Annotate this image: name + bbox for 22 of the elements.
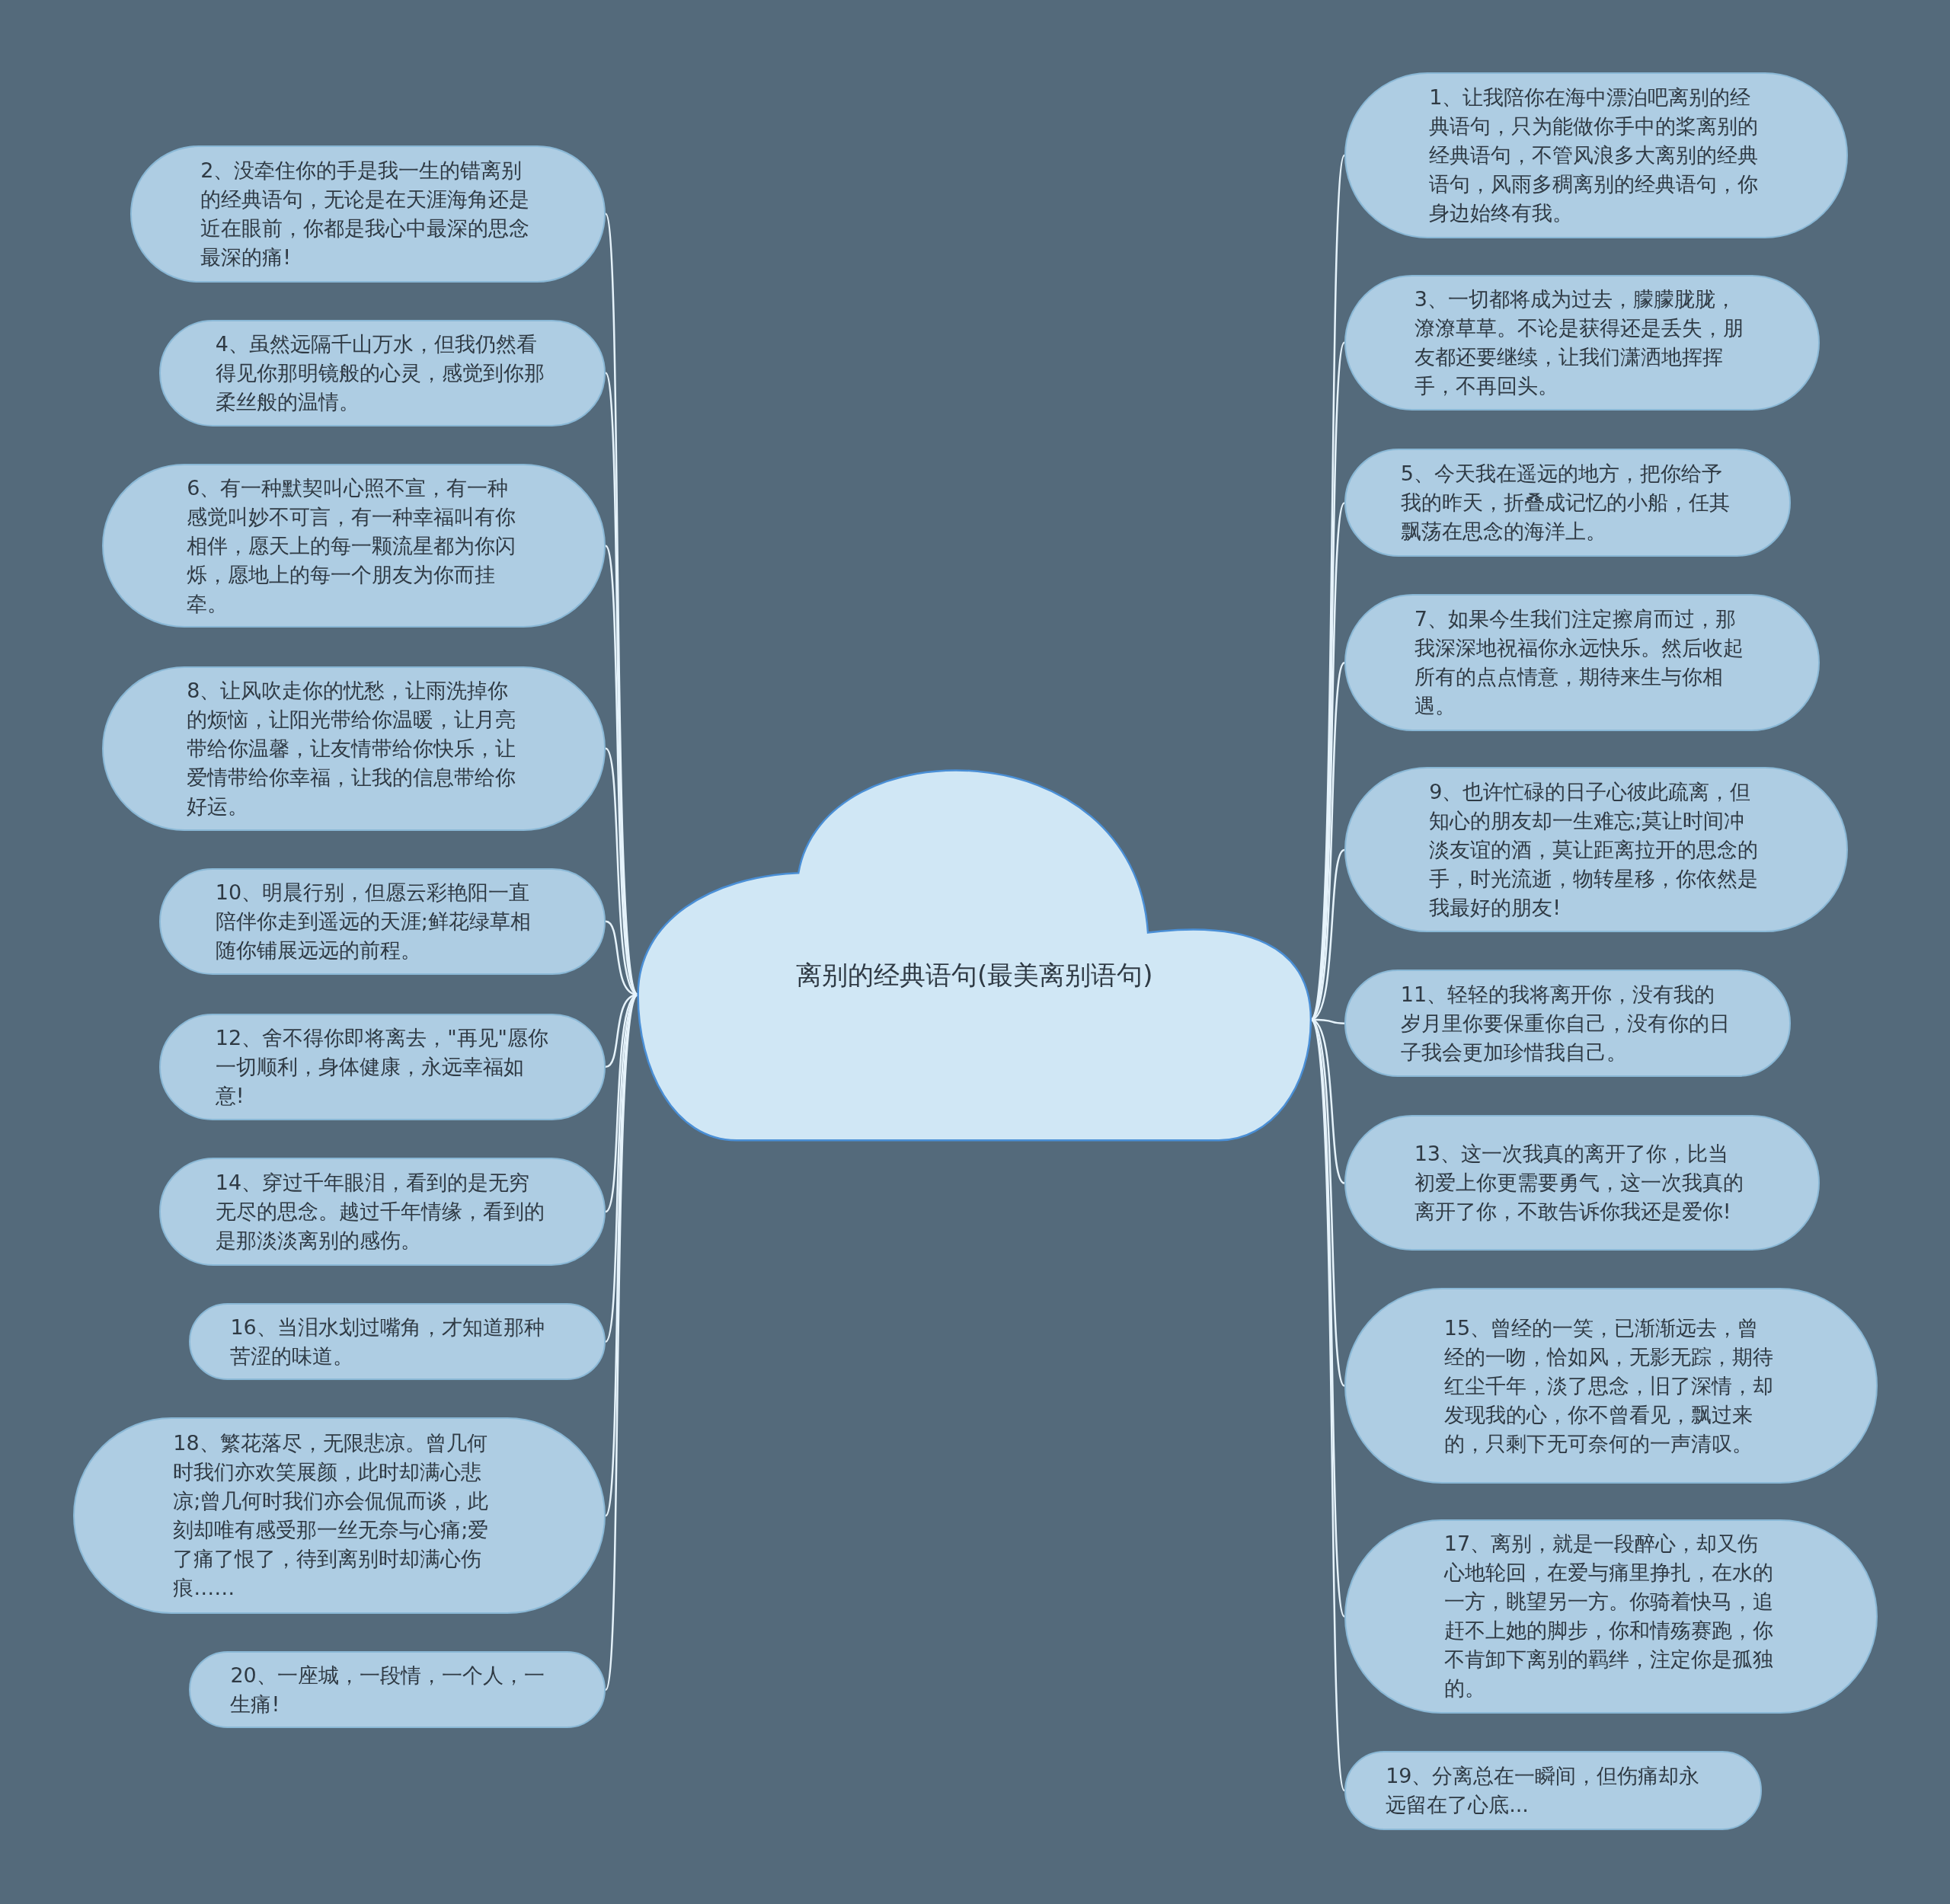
- quote-text: 6、有一种默契叫心照不宣，有一种感觉叫妙不可言，有一种幸福叫有你相伴，愿天上的每一颗流星都为你闪烁，愿地上的每一个朋友为你而挂牵。: [187, 474, 517, 617]
- quote-text: 4、虽然远隔千山万水，但我仍然看得见你那明镜般的心灵，感觉到你那柔丝般的温情。: [215, 331, 545, 415]
- quote-text: 16、当泪水划过嘴角，才知道那种苦涩的味道。: [230, 1314, 545, 1369]
- quote-text: 19、分离总在一瞬间，但伤痛却永远留在了心底...: [1386, 1763, 1701, 1818]
- quote-text: 2、没牵住你的手是我一生的错离别的经典语句，无论是在天涯海角还是近在眼前，你都是我心中最深的思念最深的痛!: [200, 157, 531, 270]
- quote-text: 15、曾经的一笑，已渐渐远去，曾经的一吻，恰如风，无影无踪，期待红尘千年，淡了思念，旧了深情，却发现我的心，你不曾看见，飘过来的，只剩下无可奈何的一声清叹。: [1443, 1315, 1774, 1457]
- quote-text: 11、轻轻的我将离开你，没有我的岁月里你要保重你自己，没有你的日子我会更加珍惜我自己。: [1400, 981, 1731, 1065]
- quote-text: 18、繁花落尽，无限悲凉。曾几何时我们亦欢笑展颜，此时却满心悲凉;曾几何时我们亦会侃侃而谈，此刻却唯有感受那一丝无奈与心痛;爱了痛了恨了，待到离别时却满心伤痕……: [173, 1430, 490, 1602]
- quote-text: 17、离别，就是一段醉心，却又伤心地轮回，在爱与痛里挣扎，在水的一方，眺望另一方。你骑着快马，追赶不上她的脚步，你和情殇赛跑，你不肯卸下离别的羁绊，注定你是孤独的。: [1443, 1531, 1774, 1702]
- title-text: 离别的经典语句(最美离别语句): [794, 958, 1154, 992]
- quote-text: 9、也许忙碌的日子心彼此疏离，但知心的朋友却一生难忘;莫让时间冲淡友谊的酒，莫让距离拉开的思念的手，时光流逝，物转星移，你依然是我最好的朋友!: [1429, 778, 1760, 921]
- quote-text: 20、一座城，一段情，一个人，一生痛!: [230, 1662, 545, 1717]
- quote-text: 3、一切都将成为过去，朦朦胧胧，潦潦草草。不论是获得还是丢失，朋友都还要继续，让我们潇洒地挥挥手，不再回头。: [1414, 286, 1744, 399]
- quote-text: 8、让风吹走你的忧愁，让雨洗掉你的烦恼，让阳光带给你温暖，让月亮带给你温馨，让友情带给你快乐，让爱情带给你幸福，让我的信息带给你好运。: [187, 677, 517, 819]
- quote-text: 7、如果今生我们注定擦肩而过，那我深深地祝福你永远快乐。然后收起所有的点点情意，期待来生与你相遇。: [1414, 606, 1744, 720]
- quote-text: 13、这一次我真的离开了你，比当初爱上你更需要勇气，这一次我真的离开了你，不敢告诉你我还是爱你!: [1414, 1141, 1744, 1225]
- quote-text: 10、明晨行别，但愿云彩艳阳一直陪伴你走到遥远的天涯;鲜花绿草相随你铺展远远的前程。: [215, 879, 532, 963]
- quote-text: 5、今天我在遥远的地方，把你给予我的昨天，折叠成记忆的小船，任其飘荡在思念的海洋上。: [1400, 461, 1731, 545]
- quote-text: 14、穿过千年眼泪，看到的是无穷无尽的思念。越过千年情缘，看到的是那淡淡离别的感伤。: [215, 1170, 545, 1254]
- quote-text: 12、舍不得你即将离去，"再见"愿你一切顺利，身体健康，永远幸福如意!: [215, 1024, 549, 1109]
- quote-text: 1、让我陪你在海中漂泊吧离别的经典语句，只为能做你手中的桨离别的经典语句，不管风浪多大离别的经典语句，风雨多稠离别的经典语句，你身边始终有我。: [1429, 85, 1760, 227]
- connector-line: [604, 213, 639, 995]
